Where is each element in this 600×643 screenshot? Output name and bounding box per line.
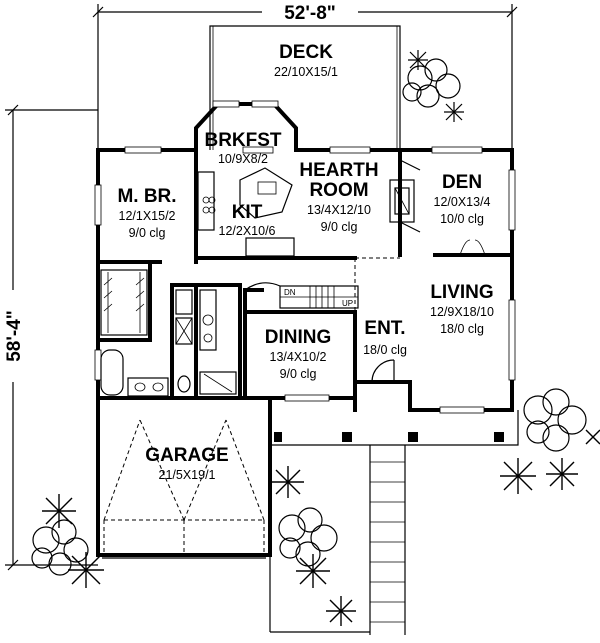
shrub-bottom-center bbox=[278, 507, 338, 567]
den-doors bbox=[399, 159, 486, 256]
label-ent: ENT. 18/0 clg bbox=[363, 318, 407, 357]
label-garage: GARAGE 21/5X19/1 bbox=[145, 445, 228, 482]
kit-size: 12/2X10/6 bbox=[219, 224, 276, 238]
stairs: DN UP bbox=[244, 282, 359, 309]
windows bbox=[94, 100, 516, 414]
hearth-name-line2: ROOM bbox=[309, 180, 368, 201]
dining-size: 13/4X10/2 bbox=[270, 350, 327, 364]
living-name: LIVING bbox=[430, 282, 493, 303]
deck bbox=[209, 25, 401, 150]
garage-doors bbox=[102, 419, 266, 559]
shrub-bottom-left bbox=[31, 519, 89, 576]
deck-size: 22/10X15/1 bbox=[274, 65, 338, 79]
entry-door bbox=[371, 359, 395, 383]
mbr-clg: 9/0 clg bbox=[129, 226, 166, 240]
dashed-openings bbox=[354, 257, 400, 382]
dimension-depth: 58'-4" bbox=[2, 104, 98, 571]
label-hearth: HEARTH ROOM 13/4X12/10 9/0 clg bbox=[299, 160, 378, 234]
brkfst-name: BRKFST bbox=[204, 130, 281, 151]
label-brkfst: BRKFST 10/9X8/2 bbox=[204, 130, 281, 166]
den-clg: 10/0 clg bbox=[440, 212, 484, 226]
hearth-size: 13/4X12/10 bbox=[307, 203, 371, 217]
walkway bbox=[269, 445, 406, 635]
shrub-top-right bbox=[402, 58, 461, 108]
deck-name: DECK bbox=[279, 42, 333, 63]
depth-dimension-label: 58'-4" bbox=[4, 310, 25, 362]
label-den: DEN 12/0X13/4 10/0 clg bbox=[434, 172, 491, 226]
ent-name: ENT. bbox=[364, 318, 405, 339]
label-kit: KIT 12/2X10/6 bbox=[219, 202, 276, 238]
stair-up-label: UP bbox=[342, 299, 353, 308]
mbr-size: 12/1X15/2 bbox=[119, 209, 176, 223]
spiky-shrubs-bottom-left bbox=[42, 494, 104, 588]
label-mbr: M. BR. 12/1X15/2 9/0 clg bbox=[117, 186, 176, 240]
brkfst-size: 10/9X8/2 bbox=[218, 152, 268, 166]
dimension-width: 52'-8" bbox=[92, 2, 518, 150]
living-clg: 18/0 clg bbox=[440, 322, 484, 336]
dining-clg: 9/0 clg bbox=[280, 367, 317, 381]
kit-name: KIT bbox=[232, 202, 263, 223]
mbr-name: M. BR. bbox=[117, 186, 176, 207]
spiky-shrub-top bbox=[408, 50, 464, 122]
dining-name: DINING bbox=[265, 327, 332, 348]
den-name: DEN bbox=[442, 172, 482, 193]
kitchen-fixtures bbox=[197, 167, 295, 257]
shrub-right bbox=[523, 388, 587, 452]
hearth-clg: 9/0 clg bbox=[321, 220, 358, 234]
label-deck: DECK 22/10X15/1 bbox=[274, 42, 338, 79]
living-size: 12/9X18/10 bbox=[430, 305, 494, 319]
garage-size: 21/5X19/1 bbox=[159, 468, 216, 482]
bath-fixtures bbox=[100, 269, 237, 397]
fireplace bbox=[389, 179, 415, 223]
stair-down-label: DN bbox=[284, 288, 296, 297]
label-dining: DINING 13/4X10/2 9/0 clg bbox=[265, 327, 332, 381]
ent-clg: 18/0 clg bbox=[363, 343, 407, 357]
hearth-name: HEARTH bbox=[299, 160, 378, 181]
interior-walls bbox=[96, 148, 514, 400]
spiky-shrubs-bottom-center bbox=[272, 466, 356, 626]
label-living: LIVING 12/9X18/10 18/0 clg bbox=[430, 282, 494, 336]
width-dimension-label: 52'-8" bbox=[284, 3, 336, 24]
porch bbox=[269, 410, 519, 446]
garage-name: GARAGE bbox=[145, 445, 228, 466]
spiky-shrubs-right bbox=[500, 429, 600, 494]
den-size: 12/0X13/4 bbox=[434, 195, 491, 209]
